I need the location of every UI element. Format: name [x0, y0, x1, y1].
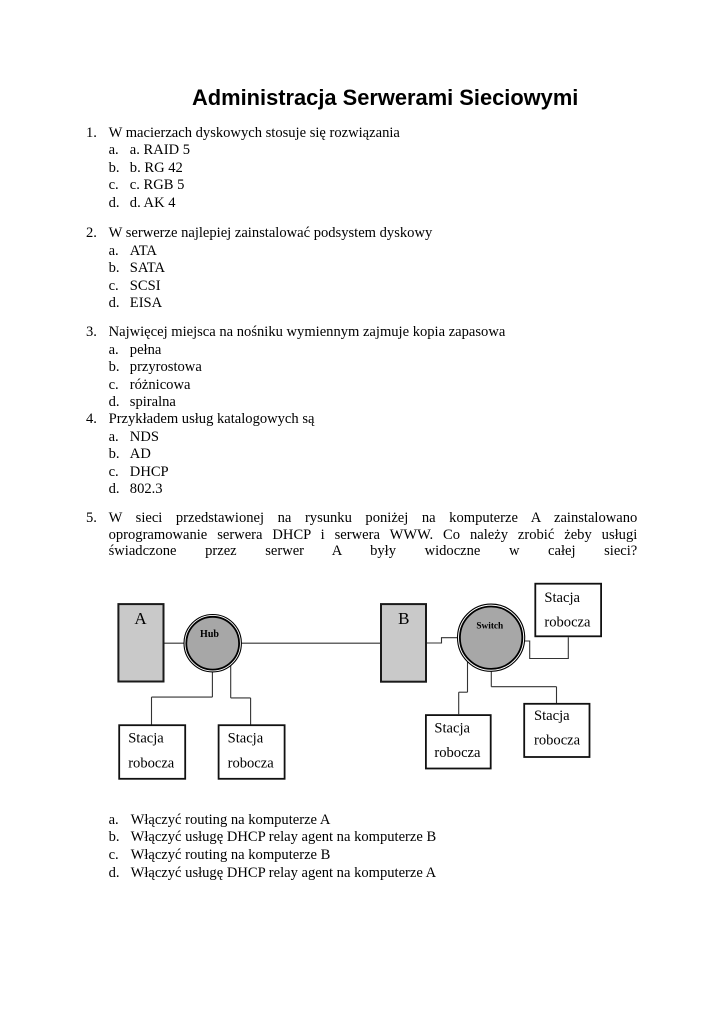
svg-text:robocza: robocza	[534, 733, 581, 749]
svg-text:A: A	[134, 609, 147, 628]
svg-text:Stacja: Stacja	[434, 721, 470, 737]
svg-text:B: B	[398, 609, 409, 628]
svg-text:robocza: robocza	[228, 755, 275, 771]
svg-text:Stacja: Stacja	[534, 708, 570, 724]
svg-text:robocza: robocza	[128, 755, 175, 771]
svg-text:Stacja: Stacja	[128, 730, 164, 746]
svg-text:Stacja: Stacja	[544, 590, 580, 606]
svg-text:robocza: robocza	[434, 745, 481, 761]
svg-text:Stacja: Stacja	[228, 730, 264, 746]
svg-text:Hub: Hub	[200, 629, 219, 640]
svg-text:Switch: Switch	[476, 621, 504, 631]
svg-text:robocza: robocza	[544, 614, 591, 630]
